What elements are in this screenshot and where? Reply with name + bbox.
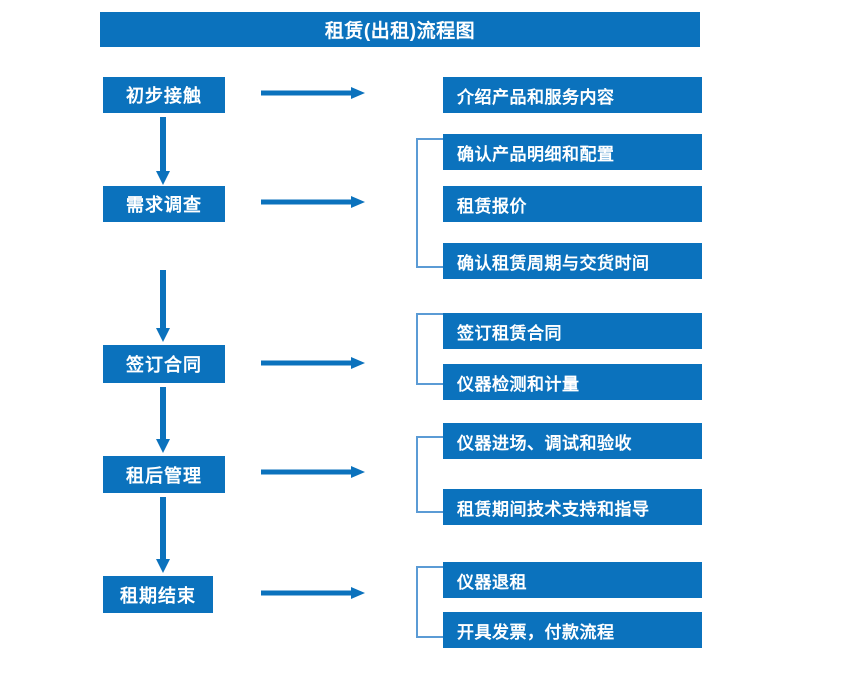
arrow-down-icon-3 (156, 387, 170, 453)
stage-box-4[interactable]: 租后管理 (103, 456, 225, 493)
arrow-down-icon-2 (156, 270, 170, 342)
arrow-right-icon-1 (261, 87, 365, 99)
bracket-icon-group-4 (416, 436, 443, 513)
detail-box-6[interactable]: 仪器检测和计量 (443, 364, 702, 400)
arrow-down-icon-1 (156, 117, 170, 185)
stage-box-3[interactable]: 签订合同 (103, 345, 225, 383)
arrow-right-icon-5 (261, 587, 365, 599)
detail-box-7[interactable]: 仪器进场、调试和验收 (443, 423, 702, 459)
page-title: 租赁(出租)流程图 (100, 12, 700, 47)
detail-box-9[interactable]: 仪器退租 (443, 562, 702, 598)
detail-box-5[interactable]: 签订租赁合同 (443, 313, 702, 349)
stage-box-1[interactable]: 初步接触 (103, 77, 225, 113)
arrow-right-icon-4 (261, 466, 365, 478)
arrow-down-icon-4 (156, 497, 170, 573)
bracket-icon-group-5 (416, 566, 443, 638)
stage-box-5[interactable]: 租期结束 (103, 576, 213, 613)
detail-box-10[interactable]: 开具发票，付款流程 (443, 612, 702, 648)
arrow-right-icon-3 (261, 357, 365, 369)
detail-box-2[interactable]: 确认产品明细和配置 (443, 134, 702, 170)
stage-box-2[interactable]: 需求调查 (103, 186, 225, 222)
detail-box-8[interactable]: 租赁期间技术支持和指导 (443, 489, 702, 525)
bracket-icon-group-3 (416, 313, 443, 385)
arrow-right-icon-2 (261, 196, 365, 208)
bracket-icon-group-2 (416, 138, 443, 268)
detail-box-4[interactable]: 确认租赁周期与交货时间 (443, 243, 702, 279)
detail-box-1[interactable]: 介绍产品和服务内容 (443, 77, 702, 113)
detail-box-3[interactable]: 租赁报价 (443, 186, 702, 222)
